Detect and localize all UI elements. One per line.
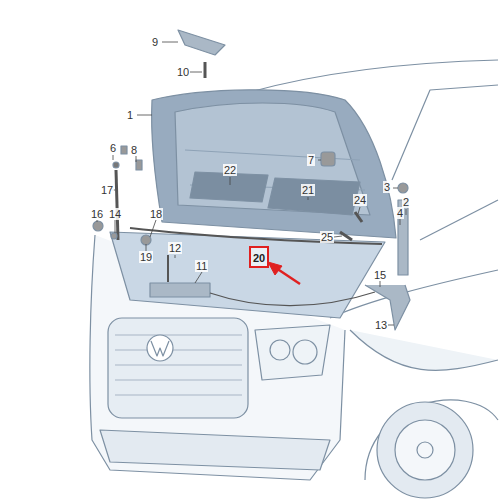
callout-number: 25 [320, 231, 334, 243]
callout-number: 11 [195, 260, 208, 272]
callout-number: 15 [373, 269, 387, 281]
callout-number: 16 [90, 208, 104, 220]
callout-number: 7 [307, 154, 315, 166]
callout-number: 21 [301, 184, 315, 196]
callout-number: 8 [130, 144, 138, 156]
callout-number: 10 [176, 66, 190, 78]
pointer-arrow [268, 262, 300, 284]
callout-number: 24 [353, 194, 367, 206]
callout-number: 6 [109, 142, 117, 154]
callout-number: 20 [253, 252, 265, 264]
callout-number: 4 [396, 207, 404, 219]
callout-number: 9 [151, 36, 159, 48]
callout-number: 13 [374, 319, 388, 331]
highlight-box: 20 [249, 246, 269, 268]
callout-number: 1 [126, 109, 134, 121]
callout-number: 14 [108, 208, 122, 220]
callout-number: 18 [149, 208, 163, 220]
callout-number: 19 [139, 251, 153, 263]
callout-number: 3 [383, 181, 391, 193]
callout-number: 12 [168, 242, 182, 254]
callout-number: 17 [100, 184, 114, 196]
callout-number: 22 [223, 164, 237, 176]
